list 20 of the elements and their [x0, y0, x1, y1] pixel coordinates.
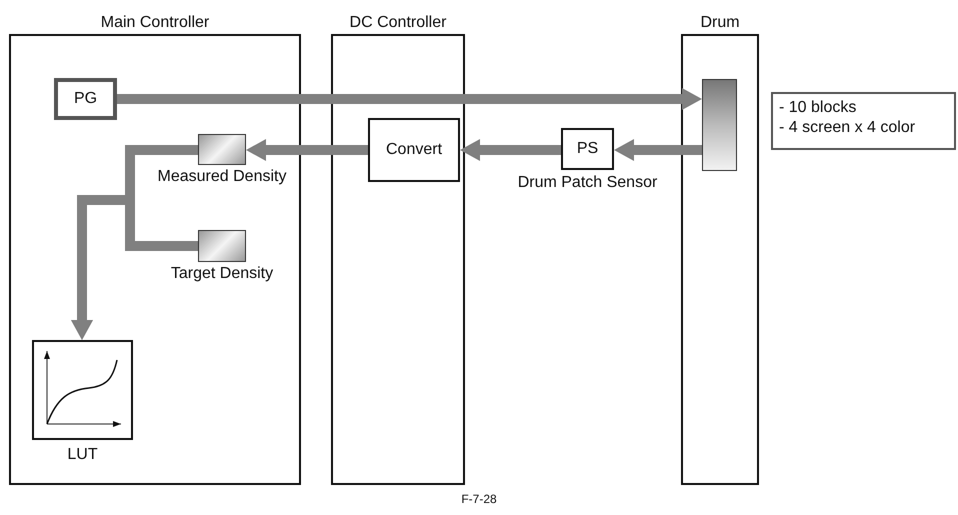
arrow: [117, 88, 702, 110]
caption-label: Target Density: [170, 265, 274, 283]
note-box: [771, 92, 956, 150]
caption-label: Measured Density: [156, 168, 288, 186]
arrow: [614, 139, 702, 161]
note-text: - 10 blocks: [779, 98, 858, 118]
process-box: [368, 118, 460, 182]
arrow: [246, 139, 368, 161]
caption-label: LUT: [66, 446, 99, 464]
arrow: [460, 139, 561, 161]
note-text: - 4 screen x 4 color: [779, 118, 916, 138]
panel-heading: DC Controller: [348, 14, 448, 32]
figure-caption: F-7-28: [460, 492, 498, 506]
box-label: PS: [576, 140, 598, 158]
drum-patch-bar: [702, 79, 737, 171]
box-label: Convert: [386, 141, 442, 159]
caption-label: Drum Patch Sensor: [516, 174, 658, 192]
box-label: PG: [74, 90, 98, 108]
process-box: [54, 78, 117, 120]
panel-heading: Drum: [699, 14, 741, 32]
